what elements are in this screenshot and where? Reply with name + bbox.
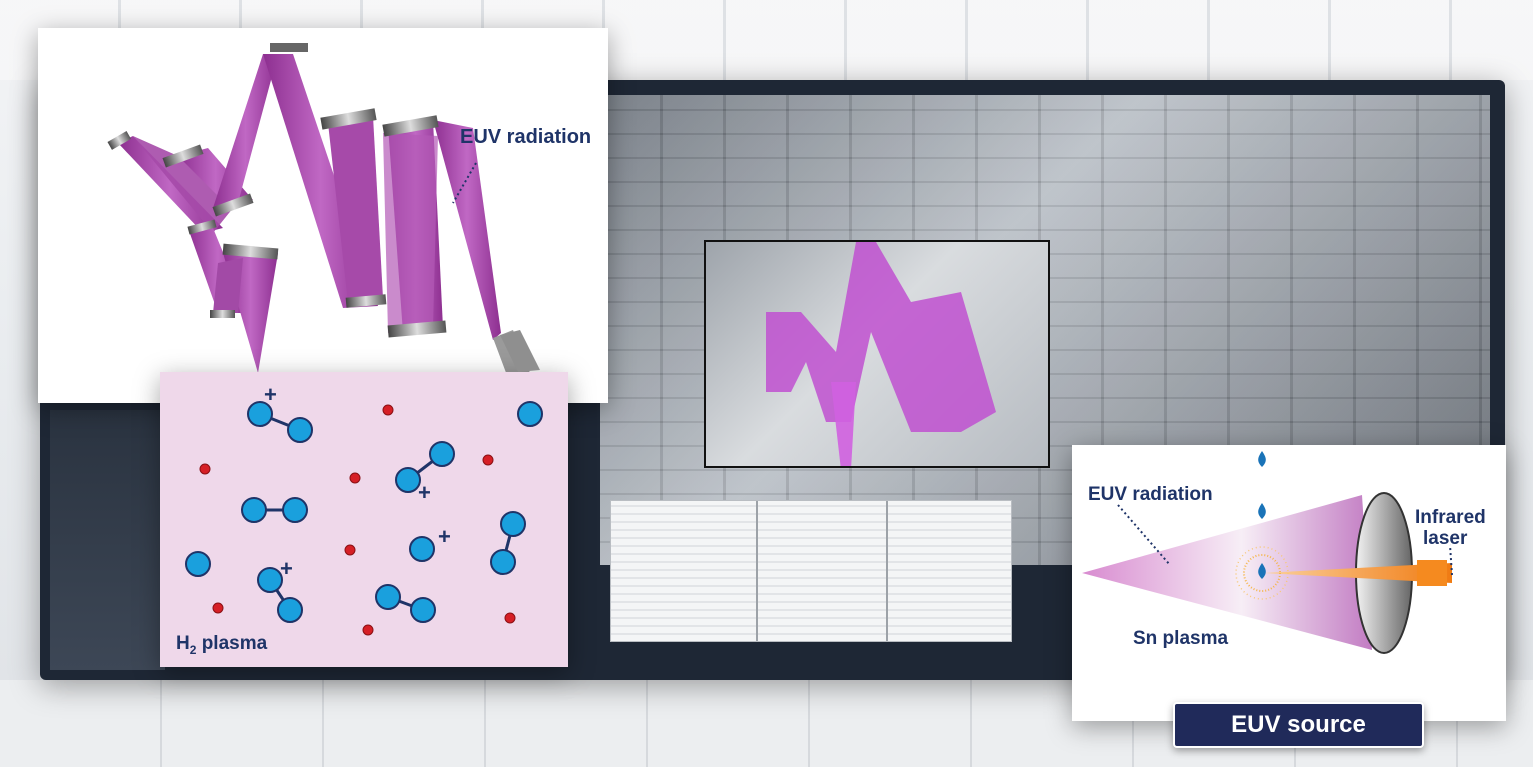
plus-icon: + <box>438 524 451 549</box>
euv-source-button[interactable]: EUV source <box>1173 702 1424 748</box>
molecule-atom <box>429 441 455 467</box>
h2-plasma-panel: + + + + <box>160 372 568 667</box>
euv-source-diagram <box>1082 451 1453 654</box>
euv-radiation-label-top: EUV radiation <box>460 126 592 148</box>
mirror <box>107 131 132 150</box>
optics-highlight-box <box>704 240 1050 468</box>
molecule-atom <box>410 597 436 623</box>
mirror-top <box>270 43 308 52</box>
laser-head <box>1417 560 1447 586</box>
ion <box>199 463 211 475</box>
h2-plasma-label-h: H <box>176 633 190 654</box>
mirror <box>222 243 279 260</box>
source-nozzle <box>493 330 530 378</box>
molecule-atom <box>500 511 526 537</box>
molecule-atom <box>287 417 313 443</box>
molecule-atom <box>277 597 303 623</box>
machine-left-bay <box>50 410 165 670</box>
molecule-atom <box>409 536 435 562</box>
plus-icon: + <box>418 480 431 505</box>
molecule-atom <box>241 497 267 523</box>
h2-plasma-label: H2 plasma <box>176 633 267 657</box>
molecule-atom <box>282 497 308 523</box>
plasma-particles <box>185 401 543 636</box>
euv-source-panel <box>1072 445 1506 721</box>
infrared-laser-label: Infrared laser <box>1415 507 1486 549</box>
molecule-atom <box>247 401 273 427</box>
mirror <box>387 320 447 338</box>
plus-icon: + <box>280 556 293 581</box>
mirror <box>187 219 217 235</box>
euv-radiation-label-source: EUV radiation <box>1088 484 1213 505</box>
cabinet-divider <box>886 501 888 641</box>
mirror-optics-panel <box>38 28 608 403</box>
machine-cabinets <box>610 500 1012 642</box>
ion <box>344 544 356 556</box>
molecule-atom <box>375 584 401 610</box>
molecule-atom <box>257 567 283 593</box>
h2-plasma-label-sub: 2 <box>189 642 197 657</box>
ion <box>382 404 394 416</box>
infrared-label-line2: laser <box>1423 528 1468 549</box>
plus-icon: + <box>264 382 277 407</box>
droplet-icon <box>1258 503 1266 519</box>
mirror <box>210 310 235 318</box>
mirror <box>320 108 377 130</box>
molecule-atom <box>490 549 516 575</box>
droplet-icon <box>1258 563 1266 579</box>
ion <box>212 602 224 614</box>
mirror <box>212 193 254 217</box>
mirror-beam-diagram <box>107 43 530 378</box>
optics-beam-overlay <box>766 242 996 466</box>
ion <box>349 472 361 484</box>
euv-radiation-cone <box>1082 495 1372 650</box>
infrared-label-line1: Infrared <box>1415 507 1486 528</box>
ion <box>482 454 494 466</box>
mirror <box>345 294 387 308</box>
mirror <box>162 144 204 168</box>
droplet-icon <box>1258 451 1266 467</box>
mirror <box>382 115 439 137</box>
infrared-laser-beam <box>1264 563 1452 583</box>
h2-plasma-label-text: plasma <box>196 633 268 654</box>
ion <box>362 624 374 636</box>
sn-plasma-label: Sn plasma <box>1133 628 1229 649</box>
molecule-atom <box>185 551 211 577</box>
molecule-atom <box>517 401 543 427</box>
ion <box>504 612 516 624</box>
molecule-atom <box>395 467 421 493</box>
cabinet-divider <box>756 501 758 641</box>
